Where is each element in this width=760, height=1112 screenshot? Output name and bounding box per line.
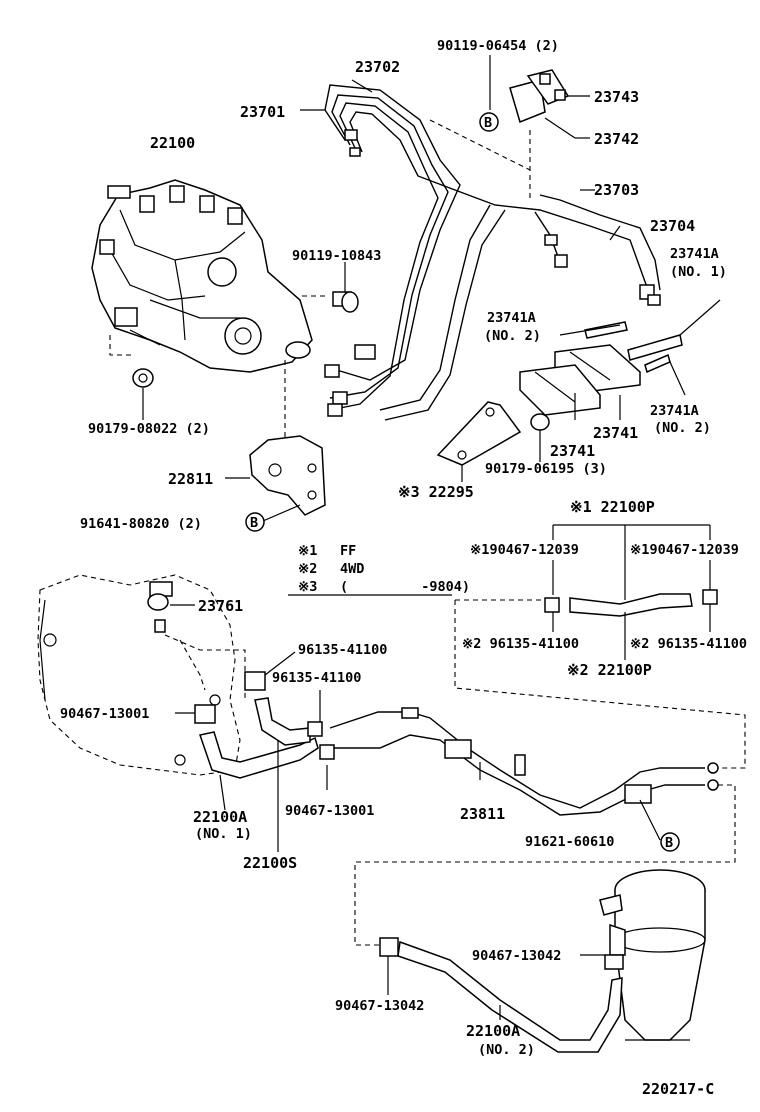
ref-marker-b-pipe-text: B	[665, 835, 673, 851]
retainers-23741-drawing	[519, 299, 721, 420]
hose-22100A-no2-drawing	[379, 937, 624, 1053]
callout-22100P-4wd: ※2 22100P	[567, 661, 652, 679]
callout-22100A-no1: 22100A	[193, 808, 247, 826]
callout-96135-41100-right: ※2 96135-41100	[630, 636, 747, 652]
legend-text-2: 4WD	[340, 561, 364, 577]
bracket-22811-drawing	[225, 360, 326, 522]
injection-pump-drawing	[91, 179, 313, 373]
callout-23743: 23743	[594, 88, 639, 106]
engine-block-drawing	[37, 574, 241, 776]
callout-23741A-no1: 23741A	[670, 246, 719, 262]
callout-91641-80820: 91641-80820 (2)	[80, 516, 202, 532]
callout-23761: 23761	[198, 597, 243, 615]
callout-90467-13042-b: 90467-13042	[335, 998, 424, 1014]
hose-22100A-no1-drawing	[175, 704, 319, 811]
callout-90467-13001-b: 90467-13001	[285, 803, 374, 819]
bracket-22295-drawing	[436, 401, 550, 482]
legend-text-1: FF	[340, 543, 356, 559]
callout-90467-13001-a: 90467-13001	[60, 706, 149, 722]
injection-pipes-drawing	[300, 79, 661, 421]
callout-90467-12039-right: ※190467-12039	[630, 542, 739, 558]
callout-23741A-no1-sub: (NO. 1)	[670, 264, 727, 280]
bolt-90119-10843-drawing	[300, 262, 359, 313]
fuel-pipe-23811-drawing	[307, 690, 719, 841]
callout-90467-13042-a: 90467-13042	[472, 948, 561, 964]
callout-22100: 22100	[150, 134, 195, 152]
callout-90179-08022: 90179-08022 (2)	[88, 421, 210, 437]
ref-marker-b-top-text: B	[484, 115, 492, 131]
callout-23741A-no2b-sub: (NO. 2)	[654, 420, 711, 436]
callout-91621-60610: 91621-60610	[525, 834, 614, 850]
callout-23702: 23702	[355, 58, 400, 76]
routing-leader-upper	[454, 600, 746, 769]
callout-22100A-no2-sub: (NO. 2)	[478, 1042, 535, 1058]
ref-marker-b-top: B	[479, 112, 499, 132]
callout-96135-41100-a: 96135-41100	[298, 642, 387, 658]
fuel-filter-drawing	[599, 869, 706, 1041]
callout-23741-b: 23741	[593, 424, 638, 442]
callout-23741A-no2-sub: (NO. 2)	[484, 328, 541, 344]
callout-23703: 23703	[594, 181, 639, 199]
callout-90119-10843: 90119-10843	[292, 248, 381, 264]
legend-mark-2: ※2	[298, 561, 317, 577]
legend-mark-1: ※1	[298, 543, 317, 559]
callout-22100P-ff: ※1 22100P	[570, 498, 655, 516]
callout-23742: 23742	[594, 130, 639, 148]
callout-96135-41100-left: ※2 96135-41100	[462, 636, 579, 652]
diagram-id: 220217-C	[642, 1080, 714, 1098]
legend-mark-3: ※3	[298, 579, 317, 595]
clamp-23742-23743-drawing	[489, 55, 590, 139]
callout-23741-a: 23741	[550, 442, 595, 460]
callout-90179-06195: 90179-06195 (3)	[485, 461, 607, 477]
legend-text-3: ( -9804)	[340, 579, 470, 595]
nut-90179-08022-drawing	[109, 335, 154, 420]
callout-23741A-no2b: 23741A	[650, 403, 699, 419]
callout-22295: ※3 22295	[398, 483, 474, 501]
callout-22100A-no1-sub: (NO. 1)	[195, 826, 252, 842]
routing-leader-middle	[354, 784, 736, 946]
callout-90467-12039-left: ※190467-12039	[470, 542, 579, 558]
ref-marker-b-bracket-text: B	[250, 515, 258, 531]
callout-90119-06454: 90119-06454 (2)	[437, 38, 559, 54]
callout-96135-41100-b: 96135-41100	[272, 670, 361, 686]
hose-22100P-drawing	[544, 524, 718, 660]
ref-marker-b-pipe: B	[660, 832, 680, 852]
callout-23811: 23811	[460, 805, 505, 823]
callout-22100A-no2: 22100A	[466, 1022, 520, 1040]
callout-23701: 23701	[240, 103, 285, 121]
callout-22100S: 22100S	[243, 854, 297, 872]
ref-marker-b-bracket: B	[245, 512, 265, 532]
callout-23704: 23704	[650, 217, 695, 235]
callout-22811: 22811	[168, 470, 213, 488]
callout-23741A-no2: 23741A	[487, 310, 536, 326]
